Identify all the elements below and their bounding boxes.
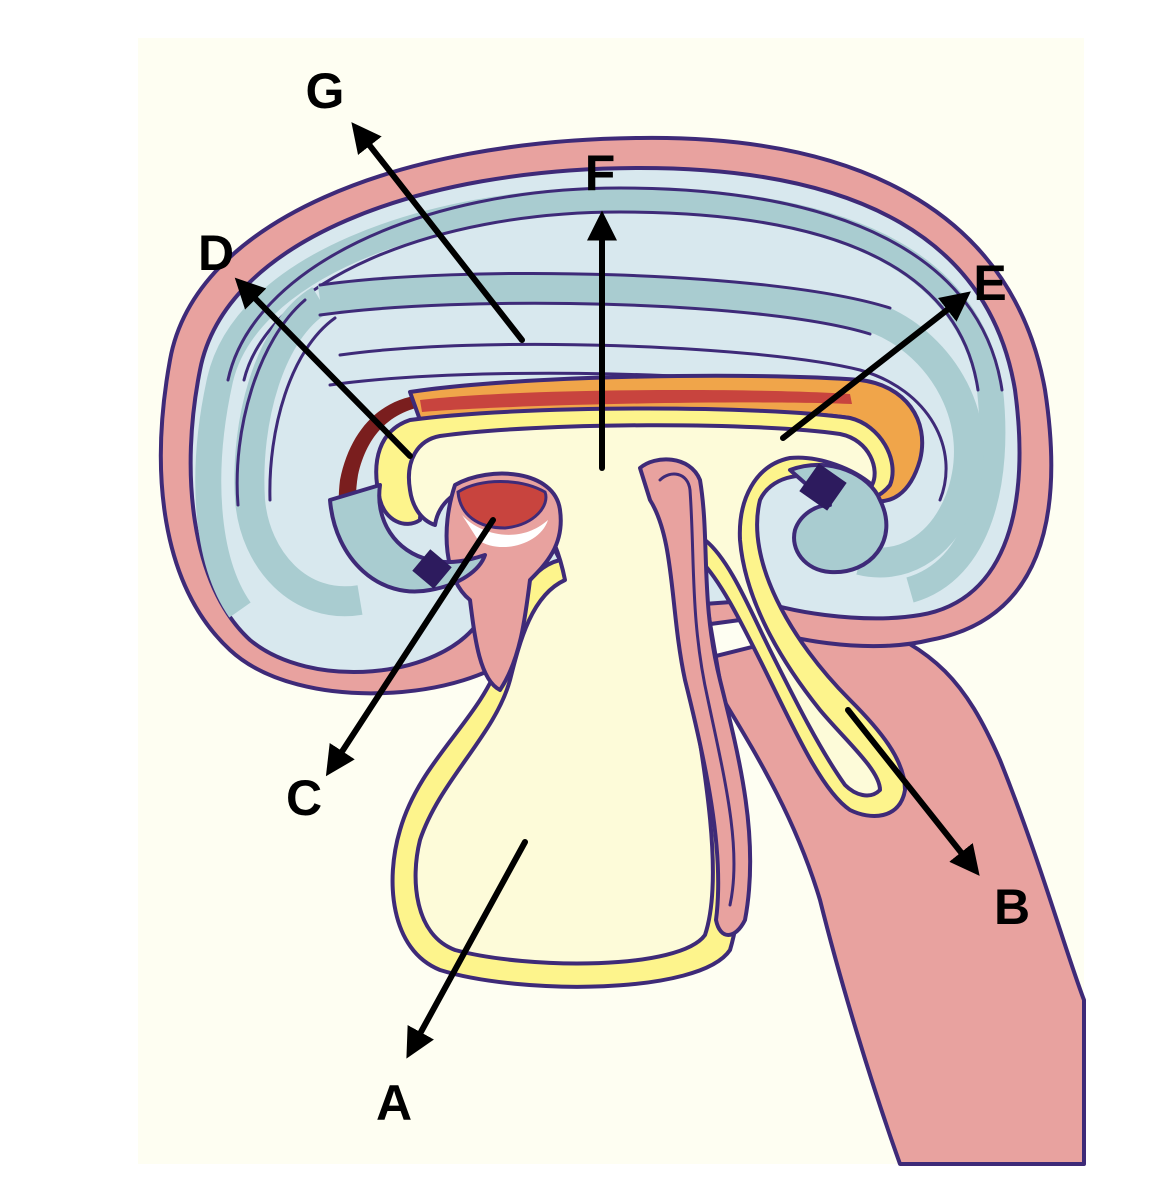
label-d: D — [198, 225, 234, 281]
mesoderm-band-inner — [234, 273, 984, 617]
arrow-a — [406, 839, 528, 1059]
label-g: G — [306, 63, 345, 119]
left-pocket-cavity — [456, 480, 548, 530]
inner-wall — [638, 457, 753, 937]
label-a: A — [376, 1075, 412, 1131]
arrow-e — [780, 291, 971, 441]
dark-red-layer — [338, 395, 430, 570]
arrow-g — [351, 122, 525, 343]
connecting-stalk — [698, 618, 1086, 1166]
label-b: B — [994, 879, 1030, 935]
label-c: C — [286, 770, 322, 826]
arrow-b — [845, 707, 980, 876]
arrow-d — [234, 277, 413, 459]
label-e: E — [973, 255, 1006, 311]
right-curl — [788, 462, 889, 575]
left-purple-block — [412, 549, 452, 589]
mesoderm-band-outer — [195, 187, 1006, 618]
arrow-c — [325, 517, 496, 777]
red-layer — [420, 390, 852, 412]
label-f: F — [585, 145, 616, 201]
right-purple-block — [799, 463, 847, 511]
